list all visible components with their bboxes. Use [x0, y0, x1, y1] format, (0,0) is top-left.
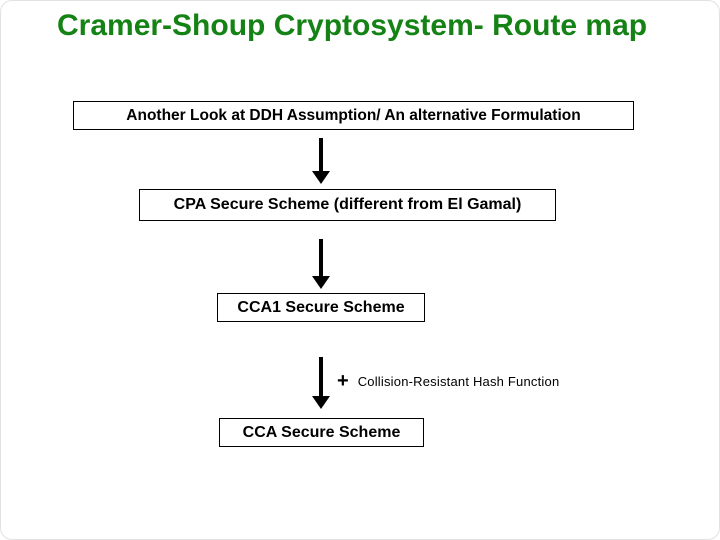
arrow-shaft: [319, 239, 323, 277]
arrow-head: [312, 396, 330, 409]
slide-title: Cramer-Shoup Cryptosystem- Route map: [57, 9, 648, 42]
arrow-shaft: [319, 138, 323, 172]
arrow-down-icon-3: [312, 357, 330, 409]
arrow-annotation-label: Collision-Resistant Hash Function: [357, 373, 560, 389]
arrow-head: [312, 171, 330, 184]
flow-node-ddh-assumption: Another Look at DDH Assumption/ An alter…: [73, 101, 634, 130]
flow-node-cca-secure-scheme: CCA Secure Scheme: [219, 418, 424, 447]
arrow-annotation-collision-resistant-hash: + Collision-Resistant Hash Function: [337, 371, 559, 391]
arrow-shaft: [319, 357, 323, 397]
flow-node-cpa-secure-scheme: CPA Secure Scheme (different from El Gam…: [139, 189, 556, 221]
flow-node-cca1-secure-scheme: CCA1 Secure Scheme: [217, 293, 425, 322]
arrow-down-icon-2: [312, 239, 330, 289]
arrow-head: [312, 276, 330, 289]
arrow-down-icon-1: [312, 138, 330, 184]
plus-icon: +: [337, 370, 349, 392]
